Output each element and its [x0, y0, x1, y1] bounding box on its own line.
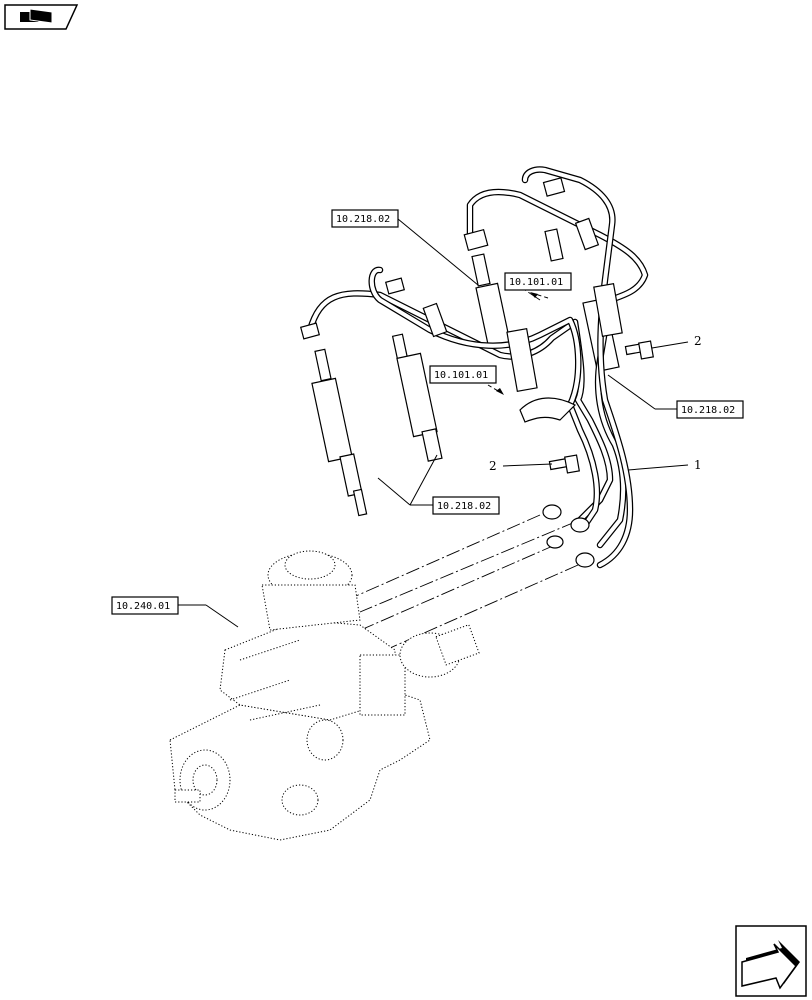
ref-box-pump[interactable]: 10.240.01 [111, 596, 239, 628]
ref-box-top-left[interactable]: 10.218.02 [331, 209, 479, 286]
injector-nozzle-2 [391, 333, 443, 462]
ref-label: 10.101.01 [509, 277, 563, 288]
pipe-fittings [299, 177, 595, 568]
svg-text:1: 1 [694, 458, 702, 472]
injector-nozzle-3 [471, 253, 511, 348]
ref-label: 10.218.02 [681, 405, 735, 416]
ref-label: 10.240.01 [116, 601, 170, 612]
next-page-arrow-icon[interactable] [735, 925, 807, 997]
injection-pump [169, 550, 480, 841]
svg-text:2: 2 [489, 459, 497, 473]
ref-box-right[interactable]: 10.218.02 [607, 374, 744, 419]
callout-bolt-right: 2 [651, 334, 702, 349]
ref-label: 10.218.02 [437, 501, 491, 512]
svg-text:2: 2 [694, 334, 702, 348]
callout-pipe-set: 1 [627, 458, 702, 472]
callout-bolt-left: 2 [489, 459, 553, 473]
pipe-clamps [422, 217, 623, 423]
fuel-pipe-set [306, 166, 649, 569]
ref-box-upper-mid[interactable]: 10.101.01 [504, 272, 572, 299]
ref-box-lower[interactable]: 10.218.02 [377, 454, 500, 515]
ref-label: 10.218.02 [336, 214, 390, 225]
book-arrow-icon[interactable] [4, 4, 79, 30]
ref-box-mid[interactable]: 10.101.01 [429, 365, 504, 395]
ref-label: 10.101.01 [434, 370, 488, 381]
bolt-left [548, 454, 580, 474]
bolt-right [624, 340, 654, 360]
injector-nozzle-1 [311, 348, 368, 517]
